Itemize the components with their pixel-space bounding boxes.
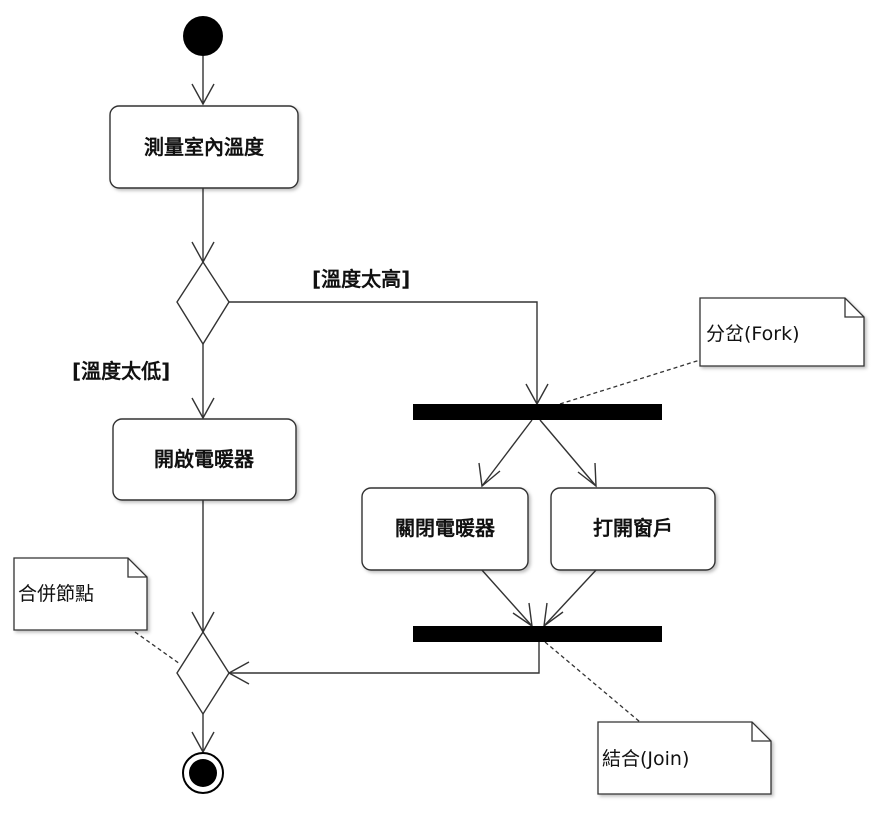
note-fork-label: 分岔(Fork)	[706, 323, 800, 345]
note-fork	[699, 297, 865, 367]
activity-label-open-window: 打開窗戶	[593, 516, 673, 540]
guard-too-high: [溫度太高]	[312, 267, 410, 291]
activity-turn-on-heater	[112, 418, 297, 501]
note-merge-label: 合併節點	[18, 583, 94, 605]
activity-label-measure: 測量室內溫度	[144, 135, 265, 159]
activity-measure-temperature	[109, 105, 299, 189]
note-connector-merge	[134, 631, 181, 665]
note-connector-join	[544, 641, 641, 723]
edge-join-to-merge	[229, 642, 540, 674]
arrowhead	[478, 462, 501, 488]
merge-node	[176, 630, 230, 716]
arrowhead	[191, 83, 215, 106]
activity-label-turn-off-heater: 關閉電暖器	[395, 516, 496, 540]
edge-fork-to-heater-off	[481, 419, 533, 487]
activity-label-turn-on-heater: 開啟電暖器	[154, 447, 255, 471]
initial-node	[183, 16, 223, 56]
guard-too-low: [溫度太低]	[72, 359, 170, 383]
fork-bar	[413, 404, 662, 420]
final-node-inner	[189, 759, 217, 787]
edge-decision-to-fork	[229, 301, 538, 404]
decision-node	[176, 260, 230, 346]
edge-heater-off-to-join	[480, 568, 533, 627]
note-connector-fork	[559, 359, 701, 405]
note-join	[597, 721, 772, 795]
note-merge	[13, 557, 148, 631]
activity-turn-off-heater	[361, 487, 529, 571]
arrowhead	[577, 462, 597, 488]
arrowhead	[191, 397, 215, 420]
note-join-label: 結合(Join)	[602, 748, 689, 770]
edge-window-to-join	[543, 568, 598, 627]
edge-fork-to-window	[539, 419, 597, 487]
join-bar	[413, 626, 662, 642]
activity-open-window	[550, 487, 716, 571]
